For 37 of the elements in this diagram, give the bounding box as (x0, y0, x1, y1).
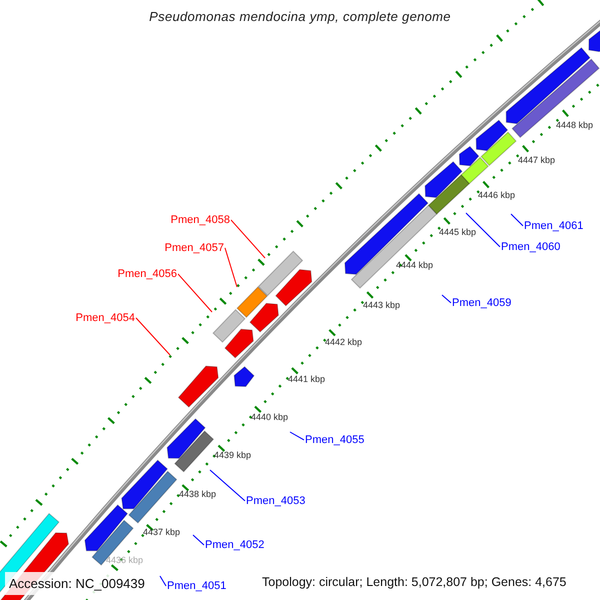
tick-label: 4447 kbp (518, 156, 556, 165)
gene-label: Pmen_4053 (246, 496, 306, 507)
leader-line (136, 317, 170, 356)
leader-line (510, 214, 524, 226)
leader-line (442, 294, 452, 304)
leader-line (160, 576, 166, 586)
leader-line (230, 219, 266, 258)
gene-label: Pmen_4058 (170, 215, 230, 226)
tick-label: 4446 kbp (478, 191, 516, 200)
tick-label: 4439 kbp (214, 451, 252, 460)
tick-label: 4448 kbp (556, 121, 594, 130)
gene-label: Pmen_4051 (167, 581, 226, 592)
tick-label: 4442 kbp (325, 338, 362, 347)
leader-line (224, 247, 238, 288)
gene-label: Pmen_4054 (76, 313, 135, 324)
gene-label: Pmen_4055 (305, 435, 364, 446)
summary-text: Topology: circular; Length: 5,072,807 bp; Genes: 4,675 (262, 576, 566, 588)
leader-line (210, 470, 246, 502)
tick-label: 4441 kbp (288, 375, 326, 384)
gene-label: Pmen_4061 (524, 221, 584, 232)
leader-line (192, 534, 204, 546)
tick-label: 4445 kbp (439, 228, 476, 237)
leader-line (466, 212, 500, 248)
leader-line (290, 432, 304, 440)
gene-label: Pmen_4052 (205, 540, 264, 551)
tick-label: 4444 kbp (396, 261, 434, 270)
tick-label: 4443 kbp (363, 301, 400, 310)
tick-label: 4437 kbp (143, 528, 180, 537)
tick-label: 4436 kbp (106, 556, 144, 565)
gene-label: Pmen_4060 (501, 242, 560, 253)
gene-label: Pmen_4059 (452, 298, 512, 309)
tick-label: 4440 kbp (251, 413, 288, 422)
gene-label: Pmen_4056 (118, 269, 177, 280)
leader-line (178, 273, 212, 312)
tick-label: 4438 kbp (179, 490, 216, 499)
gene-label: Pmen_4057 (164, 243, 224, 254)
title: Pseudomonas mendocina ymp, complete genome (148, 10, 452, 23)
